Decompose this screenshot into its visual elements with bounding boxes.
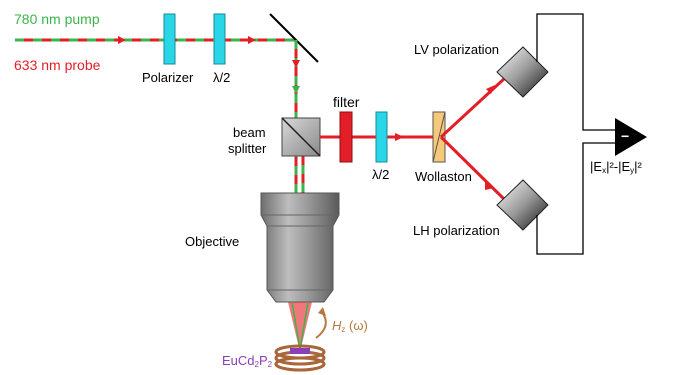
beam-splitter-label-line1: beam — [233, 125, 266, 140]
field-arg: (ω) — [345, 318, 368, 333]
split-beams — [439, 76, 507, 202]
differential-amplifier — [615, 118, 647, 156]
sample-main: EuCd — [222, 353, 255, 368]
detector-lv — [496, 46, 549, 98]
polarizer-label: Polarizer — [142, 70, 194, 85]
half-wave-top-label: λ/2 — [213, 70, 231, 85]
mirror-top — [269, 13, 319, 63]
sample-p: P — [258, 353, 268, 368]
sample-sub1: 2 — [254, 360, 259, 369]
filter-label: filter — [333, 94, 360, 110]
incoming-beam — [15, 36, 296, 44]
field-sub: z — [341, 325, 346, 334]
sample-sub2: 2 — [267, 360, 273, 369]
half-wave-mid-label: λ/2 — [372, 167, 390, 182]
output-y-sub: y — [630, 166, 635, 175]
half-wave-plate-mid — [375, 111, 388, 163]
output-signal-label: |Ex|²-|Ey|² — [590, 160, 642, 175]
sample-coil — [274, 344, 326, 372]
detector-wiring — [536, 13, 620, 255]
filter — [339, 111, 353, 163]
lv-polarization-label: LV polarization — [414, 42, 500, 57]
wollaston-label: Wollaston — [415, 169, 472, 184]
beam-splitter-label-line2: splitter — [228, 141, 267, 156]
pump-label: 780 nm pump — [14, 11, 100, 27]
output-x-sub: x — [602, 166, 607, 175]
detector-minus-sign: − — [621, 128, 630, 144]
detector-lh — [496, 179, 549, 231]
field-arc-icon — [315, 311, 327, 339]
field-label: Hz (ω) — [332, 319, 368, 334]
objective-label: Objective — [185, 234, 240, 249]
lh-polarization-label: LH polarization — [413, 223, 500, 238]
output-mid: |²-|E — [606, 159, 631, 174]
field-symbol: H — [332, 318, 342, 333]
focused-beam — [288, 301, 312, 352]
wollaston-prism — [432, 111, 446, 163]
beam-splitter — [281, 117, 321, 157]
output-end: |² — [634, 159, 642, 174]
sample-label: EuCd2P2 — [222, 354, 272, 369]
polarizer — [163, 13, 176, 65]
half-wave-plate-top — [213, 13, 226, 65]
probe-label: 633 nm probe — [14, 57, 101, 73]
field-arc-arrow-icon — [318, 307, 326, 316]
objective-lens — [260, 192, 340, 303]
output-prefix: |E — [590, 159, 603, 174]
